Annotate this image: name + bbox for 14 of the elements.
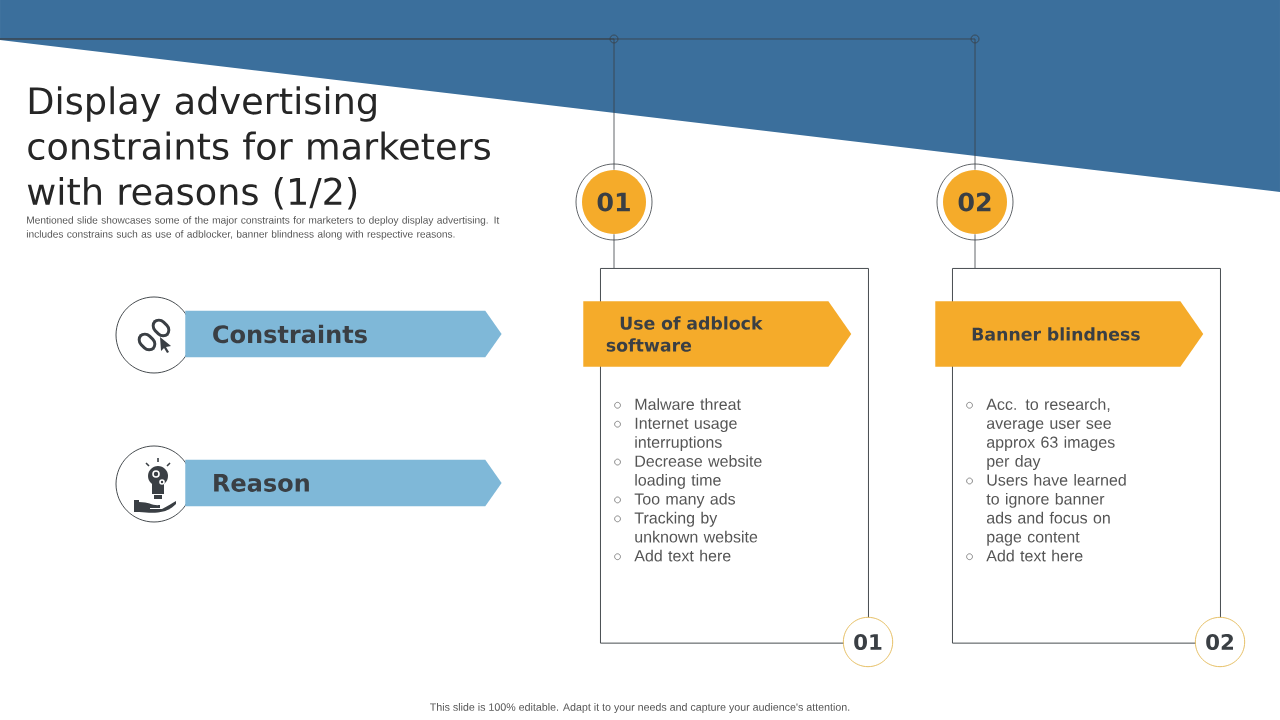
number-badge: 01 [575,163,653,241]
heading-banner: Constraints [185,310,502,358]
number-badge: 01 [842,616,894,668]
slide-title: Display advertising constraints for marketers with reasons (1/2) [27,86,490,210]
title-chevron: Banner blindness [935,301,1204,367]
footer-note: This slide is 100% editable. Adapt it to your needs and capture your audience's attention. [430,703,850,713]
connector-line [974,233,976,269]
number-badge: 02 [936,163,1014,241]
title-chevron: Use of adblock software [583,301,852,367]
description-text: Mentioned slide showcases some of the major constraints for marketers to deploy display advertising. It includes constrains such as use of adblocker, banner blindness along with respective reasons. [26,216,500,240]
connector-line [613,233,615,269]
connector-line [0,38,976,171]
heading-banner: Reason [185,459,502,507]
number-badge: 02 [1194,616,1246,668]
